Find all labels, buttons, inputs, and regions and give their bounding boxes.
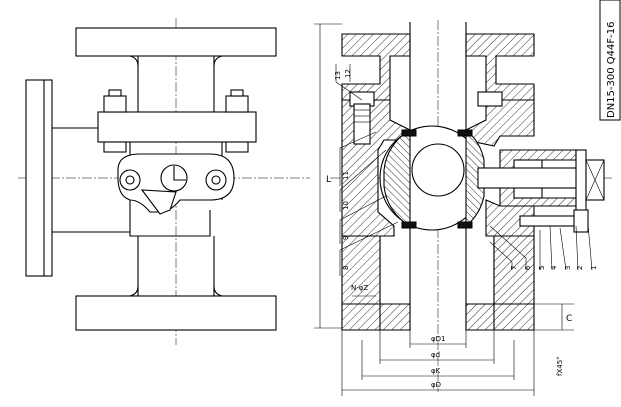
part-9: 9 <box>342 236 350 240</box>
part-6: 6 <box>524 265 532 270</box>
part-labels-left: 13 12 11 10 9 8 <box>334 64 399 276</box>
bonnet-plate <box>97 111 257 143</box>
top-flange-section-left <box>341 33 411 101</box>
part-2: 2 <box>576 266 584 270</box>
part-7: 7 <box>510 266 518 270</box>
dim-d: φd <box>431 351 440 359</box>
bottom-flange <box>75 295 277 331</box>
section-view: L C fX45° N-φZ φD1 φd φK φD <box>314 20 612 396</box>
dim-D1: φD1 <box>431 335 445 343</box>
part-10: 10 <box>342 201 350 210</box>
part-12: 12 <box>344 69 352 78</box>
stem <box>477 167 579 189</box>
part-labels-right: 7 6 5 4 3 2 1 <box>489 223 598 271</box>
part-13: 13 <box>334 71 342 80</box>
side-flange <box>25 79 53 277</box>
bottom-flange-left <box>341 303 411 331</box>
dim-D: φD <box>431 381 441 389</box>
body-right-upper <box>465 99 535 147</box>
dim-chamfer: fX45° <box>556 356 564 376</box>
dim-K: φK <box>431 367 441 375</box>
part-8: 8 <box>342 266 350 270</box>
part-3: 3 <box>564 266 572 270</box>
part-11: 11 <box>342 171 350 180</box>
bottom-flange-right <box>465 303 535 331</box>
dim-bolt-holes: N-φZ <box>351 284 368 292</box>
part-5: 5 <box>538 266 546 270</box>
exterior-view <box>18 18 310 345</box>
part-1: 1 <box>590 266 598 270</box>
dim-L: L <box>326 175 331 185</box>
top-flange-section-right <box>465 33 535 101</box>
bonnet-bolt <box>353 103 371 145</box>
dim-C: C <box>566 314 572 324</box>
model-code-box: DN15-300 Q44F-16 <box>599 0 621 121</box>
part-4: 4 <box>550 265 558 270</box>
model-code: DN15-300 Q44F-16 <box>606 22 617 118</box>
top-flange <box>75 27 277 57</box>
